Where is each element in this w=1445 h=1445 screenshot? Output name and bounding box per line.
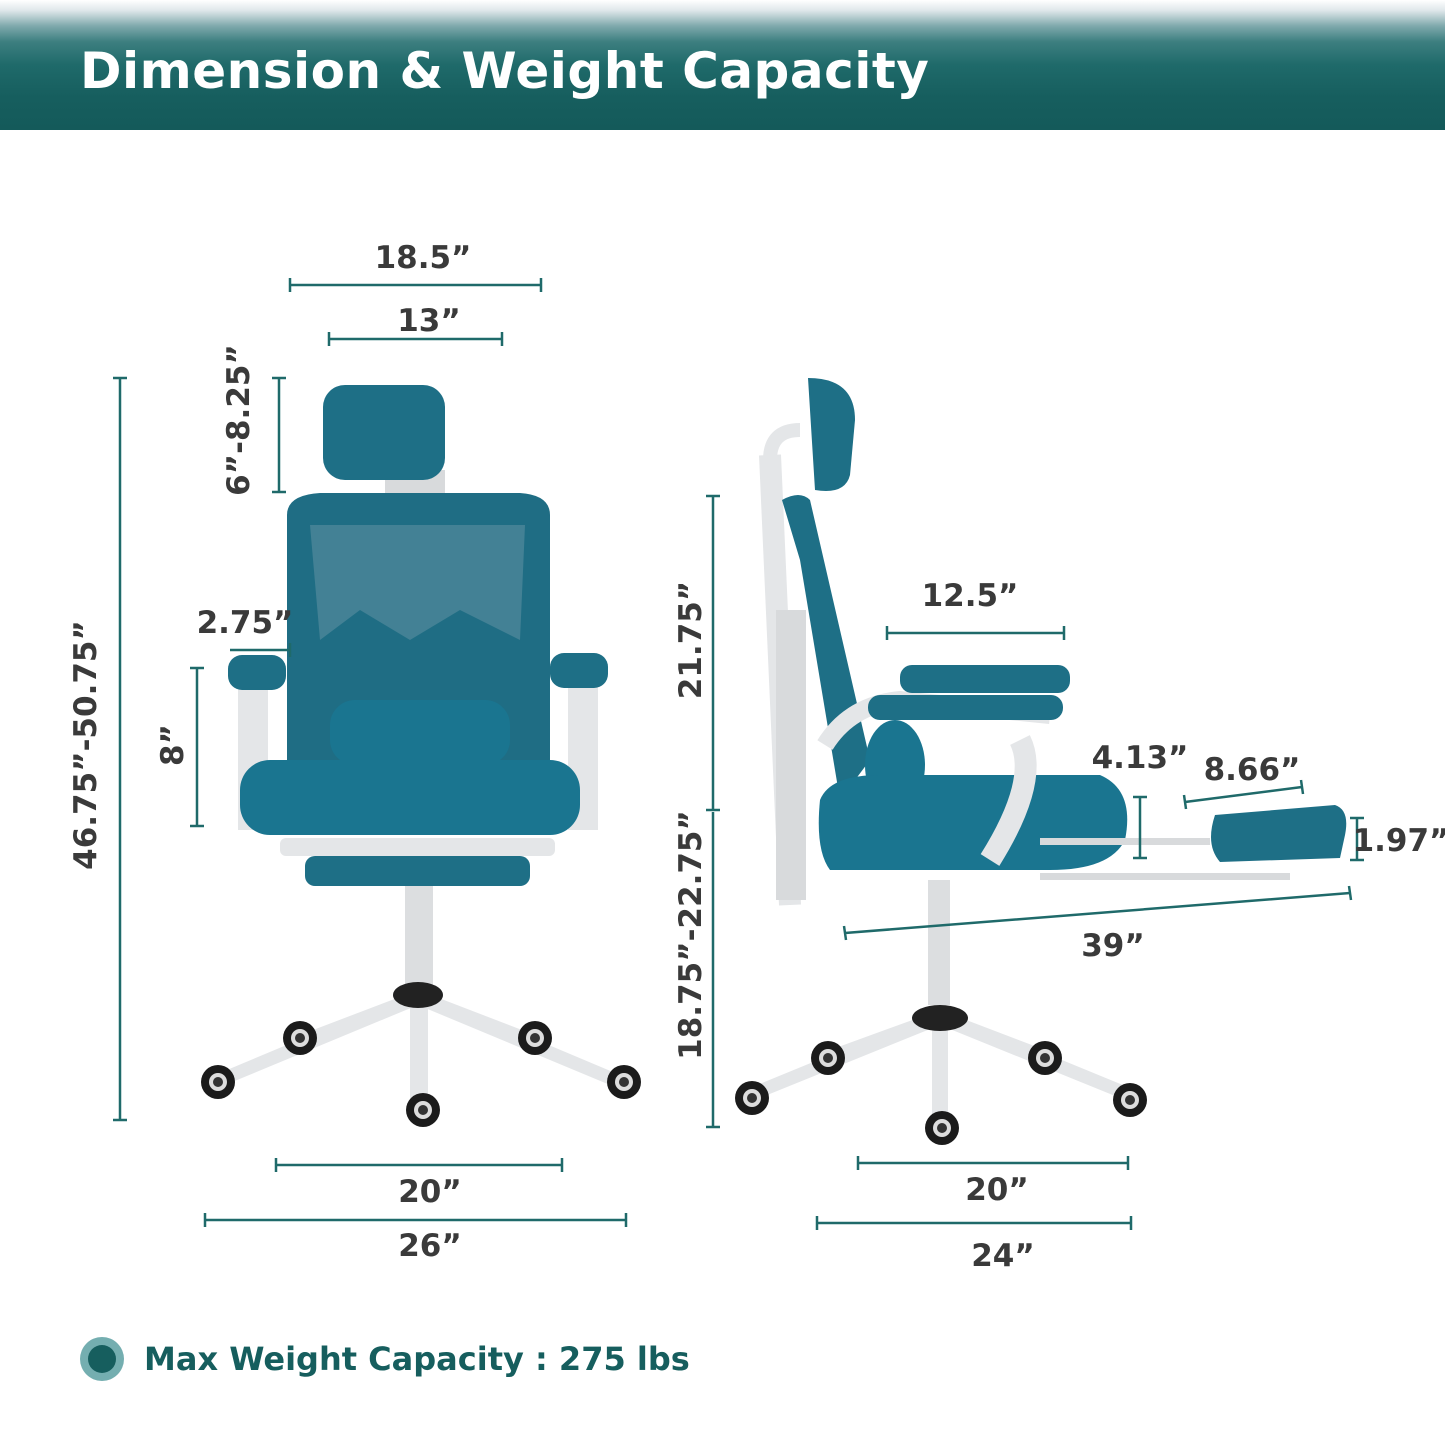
- front-chair-illustration: [201, 385, 641, 1127]
- dim-armrest-width: 2.75”: [197, 605, 294, 641]
- dim-armrest-height: 8”: [155, 724, 191, 766]
- dim-seat-depth: 20”: [965, 1172, 1029, 1208]
- dim-headrest-adjust: 6”-8.25”: [221, 344, 257, 496]
- dim-base-width: 26”: [398, 1228, 462, 1264]
- dim-armrest-length: 12.5”: [922, 578, 1019, 614]
- weight-capacity: Max Weight Capacity : 275 lbs: [80, 1337, 690, 1381]
- dim-back-height: 21.75”: [673, 581, 709, 699]
- dim-seat-width: 20”: [398, 1174, 462, 1210]
- page-title: Dimension & Weight Capacity: [80, 42, 930, 100]
- dim-seat-height: 18.75”-22.75”: [673, 810, 709, 1060]
- dimension-lines: [113, 278, 1364, 1230]
- dim-footrest-depth: 8.66”: [1204, 752, 1301, 788]
- capacity-value: : 275 lbs: [534, 1340, 690, 1378]
- dim-footrest-drop: 4.13”: [1092, 740, 1189, 776]
- dim-total-height: 46.75”-50.75”: [68, 620, 104, 870]
- side-chair-illustration: [735, 378, 1347, 1145]
- dim-reclined-length: 39”: [1081, 928, 1145, 964]
- dim-back-width: 18.5”: [375, 240, 472, 276]
- dim-footrest-thickness: 1.97”: [1353, 823, 1445, 859]
- header-banner: Dimension & Weight Capacity: [0, 0, 1445, 130]
- dim-base-depth: 24”: [971, 1238, 1035, 1274]
- bullet-icon: [80, 1337, 124, 1381]
- dim-headrest-width: 13”: [397, 303, 461, 339]
- capacity-label: Max Weight Capacity: [144, 1340, 524, 1378]
